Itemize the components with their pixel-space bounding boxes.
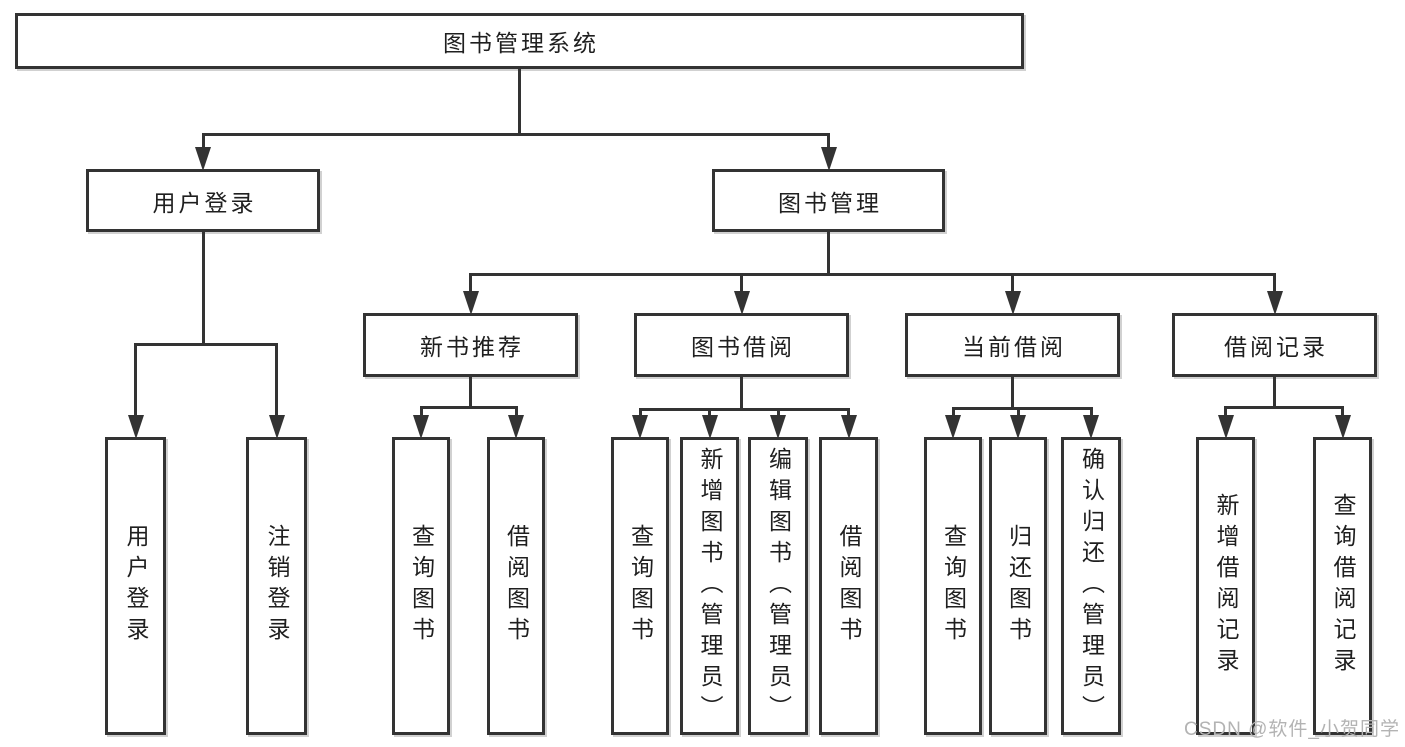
node-leaf-query-book-3: 查询图书 [924,437,982,735]
connector-line [1224,406,1227,417]
connector-line [847,408,850,417]
connector-line [469,273,472,293]
arrowhead-down-icon [508,415,524,439]
node-leaf-borrow-book-2: 借阅图书 [819,437,878,735]
arrowhead-down-icon [127,415,144,439]
csdn-watermark: CSDN @软件_小贺同学 [1184,719,1400,740]
connector-line [1011,376,1014,410]
node-label: 查询图书 [408,524,435,648]
node-leaf-add-book: 新增图书（管理员） [680,437,739,735]
connector-line [776,408,780,417]
connector-line [201,133,205,149]
arrowhead-down-icon [1266,291,1283,315]
node-label: 确认归还（管理员） [1078,446,1105,726]
node-label: 用户登录 [152,189,257,216]
node-label: 图书借阅 [691,334,795,360]
connector-line [134,343,278,346]
connector-line [134,343,137,417]
node-leaf-borrow-book-1: 借阅图书 [487,437,545,735]
node-label: 新增图书（管理员） [697,446,723,726]
node-leaf-logout: 注销登录 [246,437,307,735]
connector-line [1016,407,1020,417]
arrowhead-down-icon [1334,415,1351,439]
connector-line [518,68,521,136]
connector-line [469,273,1276,276]
node-label: 新增借阅记录 [1213,493,1239,679]
arrowhead-down-icon [701,415,718,439]
node-label: 图书管理系统 [443,30,599,56]
node-leaf-edit-book: 编辑图书（管理员） [748,437,808,735]
arrowhead-down-icon [840,415,857,439]
node-leaf-query-book-1: 查询图书 [392,437,450,735]
connector-line [1273,273,1276,293]
node-label: 查询图书 [940,524,967,648]
connector-line [827,133,830,149]
connector-line [1341,406,1344,417]
node-label: 编辑图书（管理员） [765,446,792,726]
connector-line [740,376,743,411]
node-label: 图书管理 [778,189,882,216]
node-label: 借阅图书 [836,524,862,648]
connector-line [469,376,472,409]
node-user-login: 用户登录 [86,169,320,232]
connector-line [638,408,642,417]
arrowhead-down-icon [462,291,479,315]
connector-line [1273,376,1276,409]
connector-line [419,406,518,409]
node-leaf-query-borrow-record: 查询借阅记录 [1313,437,1372,735]
arrowhead-down-icon [195,147,211,171]
node-book-borrow: 图书借阅 [634,313,849,377]
arrowhead-down-icon [268,415,285,439]
node-borrow-records: 借阅记录 [1172,313,1377,377]
connector-line [201,231,205,346]
arrowhead-down-icon [1010,415,1026,439]
node-label: 查询图书 [627,524,654,648]
connector-line [827,231,830,276]
arrowhead-down-icon [733,291,750,315]
connector-line [1011,273,1014,293]
arrowhead-down-icon [770,415,786,439]
connector-line [1089,407,1093,417]
connector-line [638,408,850,411]
connector-line [740,273,743,293]
node-label: 借阅图书 [503,524,530,648]
node-leaf-user-login: 用户登录 [105,437,166,735]
connector-line [1224,406,1344,409]
connector-line [708,408,711,417]
arrowhead-down-icon [945,415,961,439]
arrowhead-down-icon [1004,291,1021,315]
connector-line [951,407,1093,410]
node-leaf-add-borrow-record: 新增借阅记录 [1196,437,1255,735]
node-book-management: 图书管理 [712,169,945,232]
node-label: 归还图书 [1005,524,1032,648]
node-leaf-query-book-2: 查询图书 [611,437,669,735]
node-label: 当前借阅 [962,334,1066,360]
node-label: 注销登录 [264,524,290,648]
connector-line [514,406,518,417]
arrowhead-down-icon [632,415,648,439]
node-leaf-confirm-return: 确认归还（管理员） [1061,437,1121,735]
node-label: 借阅记录 [1224,334,1328,360]
node-current-borrow: 当前借阅 [905,313,1120,377]
connector-line [951,407,955,417]
connector-line [419,406,423,417]
node-new-book-recommend: 新书推荐 [363,313,578,377]
arrowhead-down-icon [413,415,429,439]
arrowhead-down-icon [820,147,837,171]
node-label: 用户登录 [123,524,149,648]
connector-line [275,343,278,417]
node-label: 查询借阅记录 [1330,493,1356,679]
connector-line [201,133,830,136]
node-root: 图书管理系统 [15,13,1024,69]
arrowhead-down-icon [1217,415,1234,439]
node-leaf-return-book: 归还图书 [989,437,1047,735]
node-label: 新书推荐 [420,334,524,360]
arrowhead-down-icon [1083,415,1099,439]
